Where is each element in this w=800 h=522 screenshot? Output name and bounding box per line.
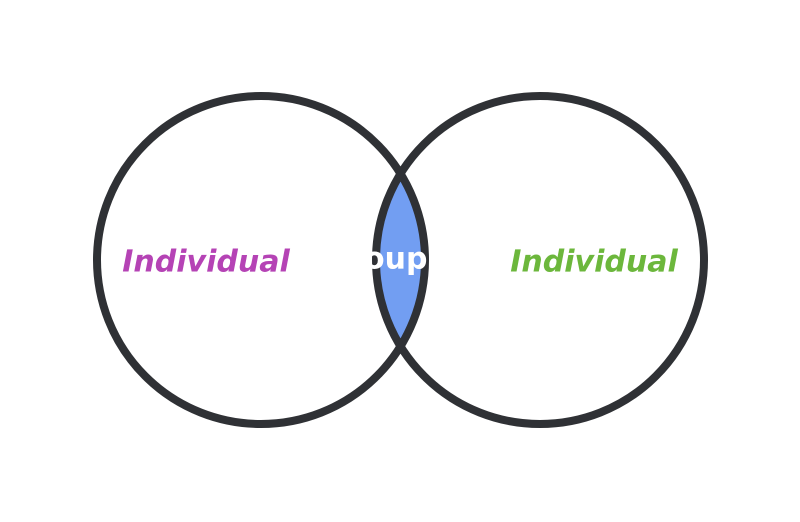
center-label: Couple (342, 242, 458, 277)
right-circle (372, 92, 708, 428)
right-label: Individual (510, 245, 678, 280)
left-label: Individual (122, 245, 290, 280)
left-circle (93, 92, 429, 428)
